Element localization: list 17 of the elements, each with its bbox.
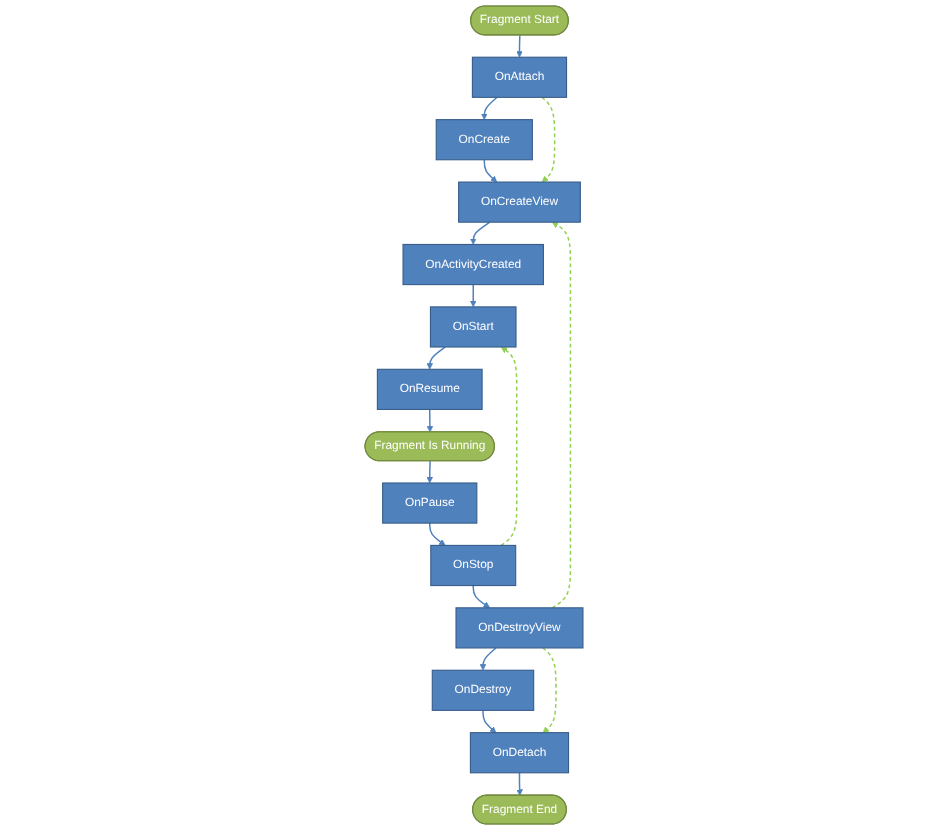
arrow xyxy=(426,460,433,484)
arrow xyxy=(483,159,498,183)
arrow xyxy=(551,221,572,609)
arrow xyxy=(541,96,556,183)
arrow xyxy=(516,772,523,796)
arrow xyxy=(469,283,477,308)
arrow xyxy=(479,647,497,671)
arrow xyxy=(469,221,491,245)
arrow xyxy=(482,709,497,733)
arrow xyxy=(516,34,523,58)
arrow xyxy=(542,647,557,733)
arrow xyxy=(481,96,498,120)
arrow xyxy=(426,408,434,433)
arrow xyxy=(472,584,491,609)
arrow xyxy=(426,346,446,370)
arrow xyxy=(500,346,518,547)
arrow xyxy=(429,522,446,546)
